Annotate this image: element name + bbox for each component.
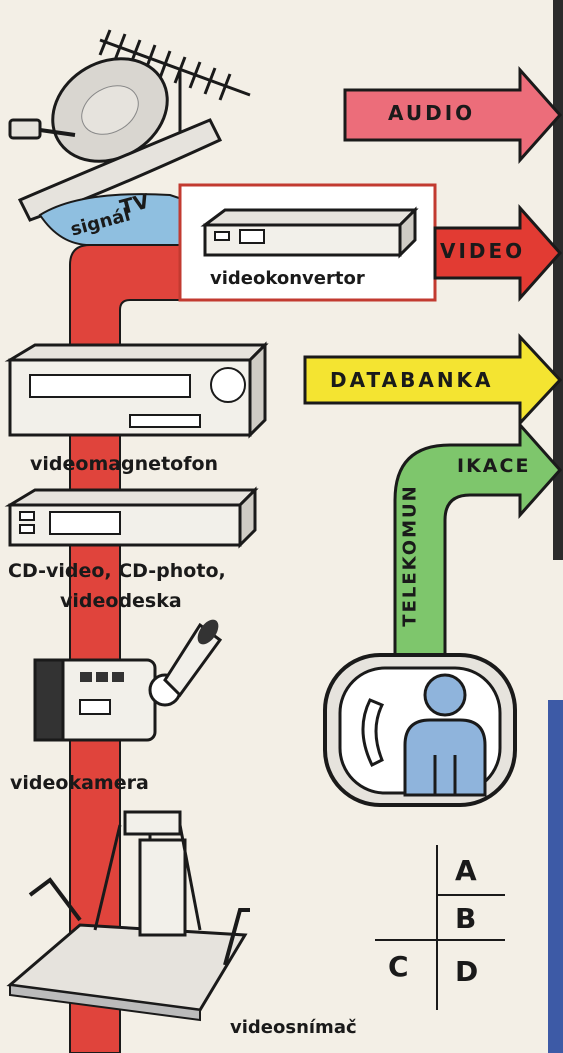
videokonvertor-label: videokonvertor [210, 268, 365, 289]
databanka-label: DATABANKA [330, 368, 494, 392]
legend-d: D [455, 955, 479, 988]
databanka-arrow [303, 333, 563, 427]
satellite-dish-icon [8, 57, 169, 163]
tv-signal-shape [38, 193, 186, 246]
person-icon [403, 673, 487, 797]
legend-b: B [455, 902, 477, 935]
cd-label-line1: CD-video, CD-photo, [8, 560, 226, 582]
audio-arrow [343, 66, 563, 164]
telekomunikace-arrow [393, 421, 563, 662]
legend-a: A [455, 854, 477, 887]
legend-grid [375, 845, 505, 1010]
videomagnetofon-label: videomagnetofon [30, 453, 219, 475]
set-top-box-icon [200, 206, 419, 259]
video-arrow [433, 204, 563, 302]
right-page-edge [553, 0, 563, 560]
telekomunikace-horizontal-label: IKACE [457, 455, 531, 477]
telekomunikace-vertical-label: TELEKOMUN [399, 484, 421, 627]
legend-c: C [388, 950, 409, 983]
videosnimac-label: videosnímač [230, 1017, 357, 1038]
video-label: VIDEO [440, 239, 526, 263]
audio-label: AUDIO [388, 101, 476, 125]
right-blue-strip [548, 700, 563, 1053]
vcr-icon [4, 341, 269, 439]
scanner-icon [6, 810, 250, 1022]
cd-player-icon [4, 486, 259, 549]
camcorder-icon [33, 619, 223, 742]
telephone-icon [361, 698, 385, 768]
cd-label-line2: videodeska [60, 590, 182, 612]
videokamera-label: videokamera [10, 772, 149, 794]
